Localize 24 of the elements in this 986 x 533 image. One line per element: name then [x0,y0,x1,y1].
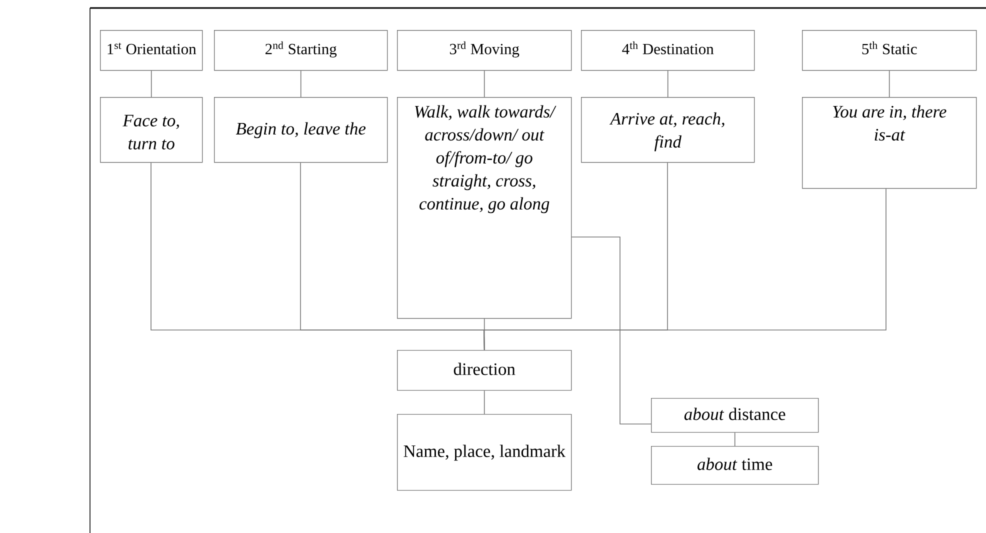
text-box: Face to, turn to [100,97,203,163]
connector-line [484,188,886,350]
category-box: 4$^{th}$ Destination [581,30,755,71]
connector-line [484,390,485,414]
connector-line [571,236,652,424]
text-box: about distance [651,398,819,433]
connector-line [300,70,302,98]
connector-line [484,318,485,350]
connector-line [888,70,890,98]
category-box: 1$^{st}$ Orientation [100,30,203,71]
text-box: Begin to, leave the [214,97,388,163]
text-box: about time [651,446,819,485]
text-box: Walk, walk towards/ across/down/ out of/from-to/ go straight, cross, continue, go along [397,97,572,319]
connector-line [667,70,668,98]
category-box: 3$^{rd}$ Moving [397,30,572,71]
connector-line [150,70,152,98]
text-box: Name, place, landmark [397,414,572,491]
text-box: You are in, there is-at [802,97,977,189]
connector-line [734,432,736,446]
text-box: Arrive at, reach, find [581,97,755,163]
category-box: 5$^{th}$ Static [802,30,977,71]
text-box: direction [397,350,572,391]
connector-line [484,70,485,98]
category-box: 2$^{nd}$ Starting [214,30,388,71]
